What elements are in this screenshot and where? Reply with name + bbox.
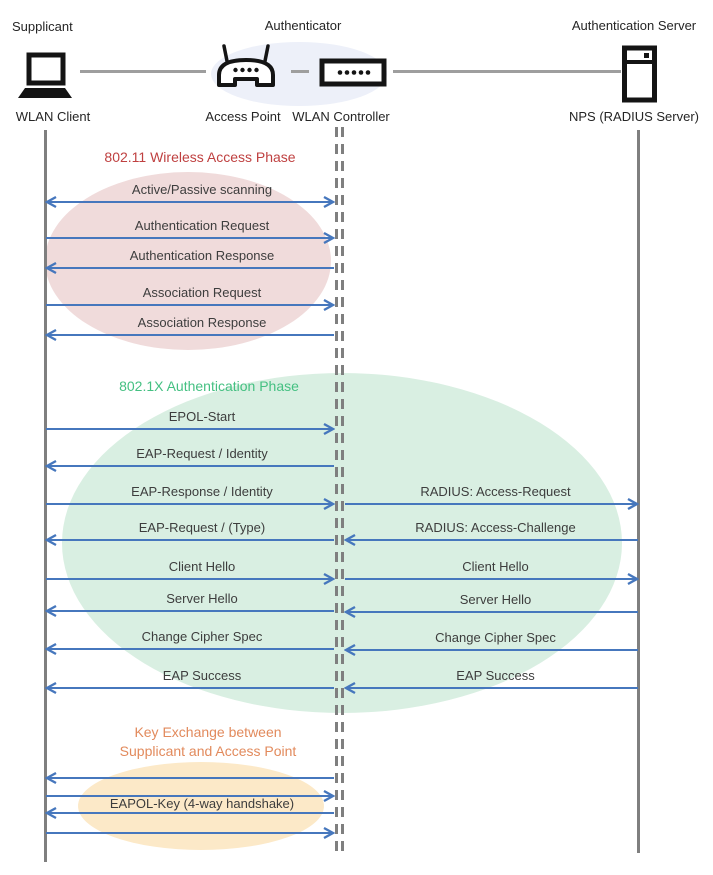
phase-title-key-exchange: Key Exchange between Supplicant and Acce… [78, 723, 338, 761]
arrowhead-left-icon [45, 328, 57, 342]
role-label-supplicant: Supplicant [12, 19, 73, 34]
lifeline-wlan-client [44, 130, 47, 862]
lifeline-nps-server [637, 130, 640, 853]
phase-title-8021x-authentication: 802.1X Authentication Phase [119, 378, 299, 394]
server-icon [622, 45, 657, 103]
phase-title-line: Key Exchange between [134, 724, 282, 740]
connector-ap-controller [291, 70, 309, 73]
actor-label-wlan-controller: WLAN Controller [292, 109, 390, 124]
lifeline-authenticator-dashed-2 [341, 127, 344, 857]
arrowhead-left-icon [45, 681, 57, 695]
arrowhead-left-icon [45, 604, 57, 618]
phase-title-line: Supplicant and Access Point [119, 743, 297, 759]
lifeline-authenticator-dashed-1 [335, 127, 338, 857]
role-label-authentication-server: Authentication Server [571, 18, 697, 33]
arrowhead-right-icon [323, 195, 335, 209]
role-label-authenticator: Authenticator [264, 18, 342, 33]
arrowhead-left-icon [45, 195, 57, 209]
arrowhead-left-icon [45, 806, 57, 820]
actor-label-access-point: Access Point [205, 109, 281, 124]
arrowhead-left-icon [45, 459, 57, 473]
laptop-icon [18, 52, 72, 98]
actor-label-wlan-client: WLAN Client [15, 109, 91, 124]
access-point-icon [217, 44, 275, 87]
arrowhead-right-icon [323, 826, 335, 840]
phase-title-80211-wireless-access: 802.11 Wireless Access Phase [104, 149, 296, 165]
actor-label-nps: NPS (RADIUS Server) [568, 109, 700, 124]
arrowhead-left-icon [45, 533, 57, 547]
arrowhead-left-icon [45, 642, 57, 656]
arrowhead-right-icon [323, 298, 335, 312]
wlan-controller-icon [319, 58, 387, 87]
arrowhead-left-icon [45, 771, 57, 785]
connector-controller-server [393, 70, 621, 73]
connector-client-ap [80, 70, 206, 73]
wireless-access-phase-ellipse [45, 172, 331, 350]
key-exchange-phase-ellipse [78, 762, 324, 850]
